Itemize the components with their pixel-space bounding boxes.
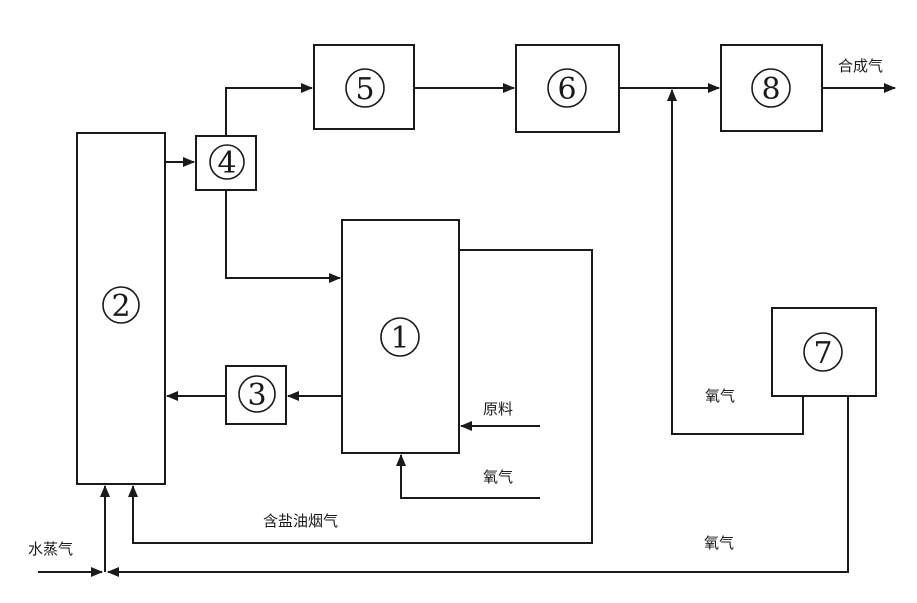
syngas-label: 合成气 (838, 57, 883, 75)
flow-4-to-5 (226, 88, 312, 136)
feedstock-label: 原料 (483, 400, 513, 418)
unit-2-label: 2 (111, 289, 130, 324)
salt-flue-gas-label: 含盐油烟气 (263, 512, 338, 530)
oxygen-from-unit7-up-label: 氧气 (705, 387, 735, 405)
steam-label: 水蒸气 (28, 540, 73, 558)
unit-7-label: 7 (813, 336, 832, 371)
unit-6-label: 6 (557, 72, 576, 107)
oxygen-from-unit7-bottom-label: 氧气 (704, 534, 734, 552)
flow-oxygen-to-1 (401, 455, 540, 498)
oxygen-to-unit1-label: 氧气 (483, 468, 513, 486)
flow-4-to-1 (226, 190, 340, 278)
flow-oxygen-7-to-2 (108, 396, 848, 572)
unit-1-label: 1 (390, 321, 409, 356)
unit-3-label: 3 (247, 378, 266, 413)
unit-8-label: 8 (761, 72, 780, 107)
unit-4-label: 4 (217, 146, 236, 181)
unit-5-label: 5 (355, 72, 374, 107)
